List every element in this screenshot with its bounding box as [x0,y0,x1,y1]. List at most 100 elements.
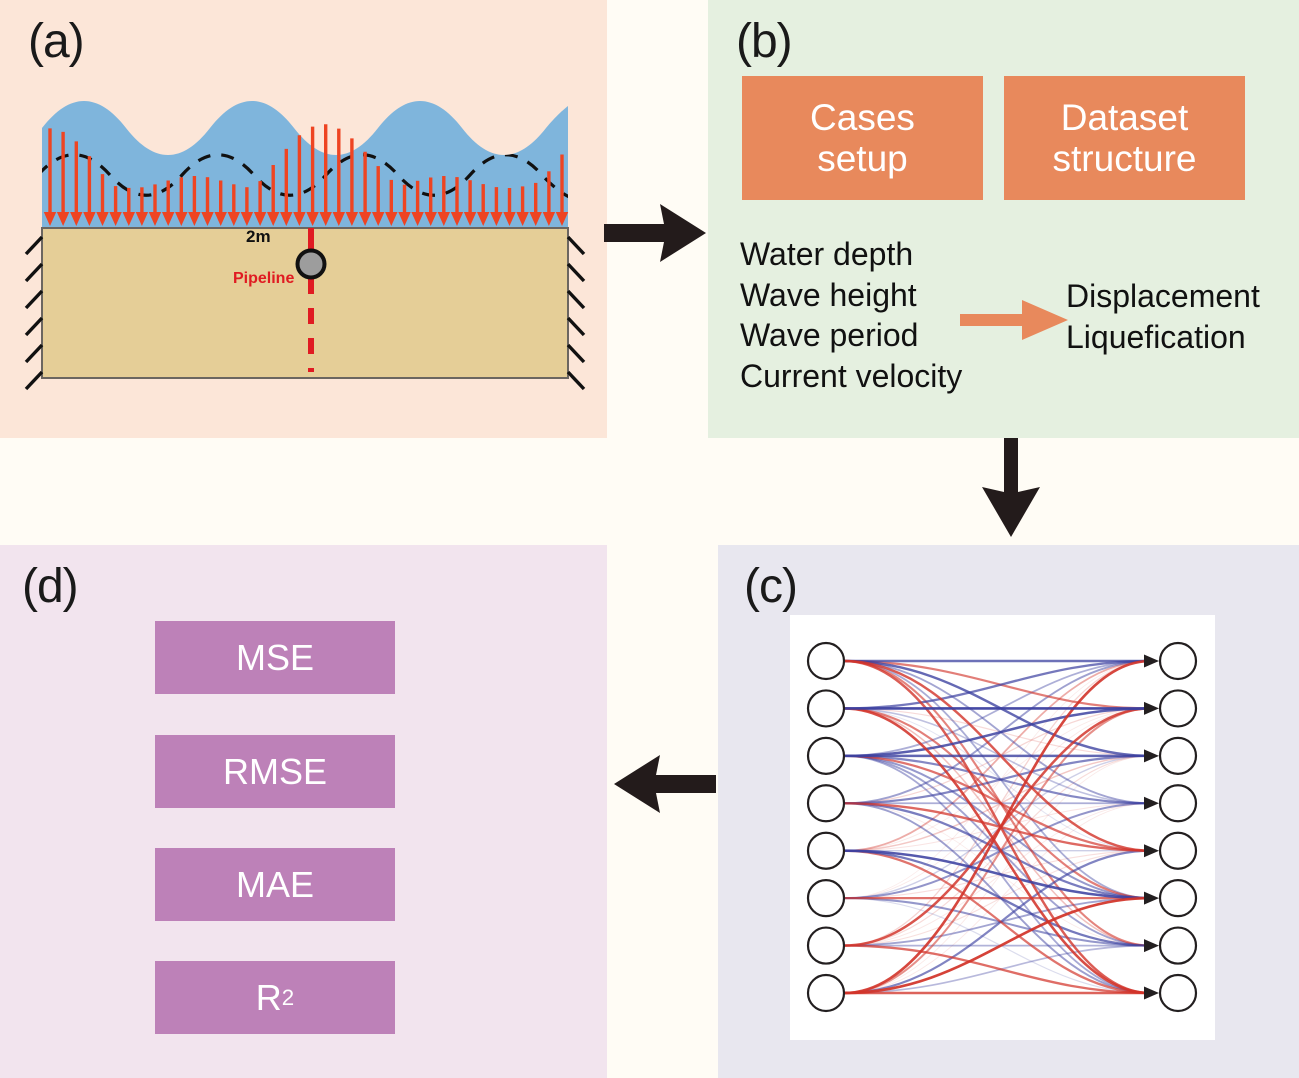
pressure-arrow-head [319,212,332,226]
network-edge-arrowhead [1144,654,1159,668]
network-edge [843,849,1151,995]
dataset-structure-line1: Dataset [1060,96,1189,138]
network-output-node [1158,736,1198,775]
input-parameter-list: Water depth Wave height Wave period Curr… [740,234,962,397]
metric-label-rmse: RMSE [222,750,327,792]
water-body [42,101,568,230]
pressure-arrow-head [477,212,490,226]
network-input-node [806,831,846,870]
pressure-arrow-head [529,212,542,226]
arrow-a-to-b [604,204,706,262]
panel-a-schematic [24,101,586,391]
output-item-liquefication: Liquefication [1066,318,1246,355]
hatch-mark [24,316,44,337]
network-edge-arrowhead [1144,939,1159,953]
hatch-mark [566,235,586,256]
pressure-arrow-head [293,212,306,226]
network-edge [843,849,1151,947]
pressure-arrow-head [450,212,464,226]
pipeline-label: Pipeline [233,270,295,287]
hatch-mark [566,370,586,391]
metric-box-mae[interactable]: MAE [155,848,395,921]
pressure-arrow-head [56,212,70,226]
network-output-node [1158,689,1198,728]
arrow-b-to-c [982,438,1040,537]
network-input-node [806,689,846,728]
seabed-pressure-arrows [43,124,569,226]
network-input-node [806,784,846,823]
cases-setup-line2: setup [817,138,908,179]
panel-b-label: (b) [736,15,793,68]
input-item-wave-period: Wave period [740,317,919,354]
output-item-displacement: Displacement [1066,278,1260,314]
network-output-node [1158,641,1198,681]
network-edge-arrowhead [1144,749,1159,763]
network-input-node [806,973,846,1013]
network-input-node [806,926,846,965]
network-edge-arrowhead [1144,844,1159,858]
pipeline-cross-section [295,248,327,280]
network-output-node [1158,784,1198,823]
pressure-arrow-head [43,212,57,226]
network-edge [843,896,1151,995]
pressure-arrow-head [267,212,280,226]
input-item-current-velocity: Current velocity [740,357,963,394]
metric-box-rmse[interactable]: RMSE [155,735,395,808]
network-edge [843,944,1151,995]
pressure-arrow-head [490,212,503,226]
panel-c-label: (c) [744,560,798,613]
pressure-arrow-head [385,212,398,226]
pressure-arrow-head [96,212,109,226]
network-nodes [806,641,1198,1013]
network-input-node [806,879,846,918]
network-output-node [1158,879,1198,918]
network-edge [843,754,1151,805]
hatch-mark [24,262,44,283]
cases-setup-box[interactable]: Cases setup [742,76,983,200]
panel-b: (b) Cases setup Dataset structure Water … [708,0,1299,438]
hatch-mark [566,343,586,364]
boundary-hatch-left [24,235,44,391]
network-edges [843,654,1159,1000]
metric-box-mse[interactable]: MSE [155,621,395,694]
pressure-arrow-head [411,212,424,226]
pressure-arrow-head [424,212,437,226]
hatch-mark [566,289,586,310]
network-edge [843,659,1151,995]
pressure-arrow-head [437,212,450,226]
pressure-arrow-head [253,212,267,226]
pressure-arrow-head [135,212,149,226]
pressure-arrow-head [503,212,516,226]
pressure-arrow-head [83,212,96,226]
network-input-node [806,736,846,775]
network-edge-arrowhead [1144,986,1159,1000]
hatch-mark [24,235,44,256]
panel-a-label: (a) [28,15,85,68]
pressure-arrow-head [227,212,240,226]
input-item-water-depth: Water depth [740,236,914,272]
arrow-c-to-d [614,755,716,813]
pressure-arrow-head [463,212,477,226]
pressure-arrow-head [542,212,556,226]
pressure-arrow-head [148,212,162,226]
dataset-structure-box[interactable]: Dataset structure [1004,76,1245,200]
pressure-arrow-head [345,212,359,226]
pressure-arrow-head [306,212,319,226]
pressure-arrow-head [516,212,529,226]
network-edge [843,659,1151,710]
network-output-node [1158,973,1198,1013]
pressure-arrow-head [240,212,254,226]
dataset-structure-line2: structure [1052,138,1197,179]
panel-d-label: (d) [22,560,79,613]
pressure-arrow-head [280,212,293,226]
pressure-arrow-head [214,212,227,226]
pressure-arrow-head [109,212,122,226]
pressure-arrow-head [162,212,175,226]
input-item-wave-height: Wave height [740,276,917,313]
network-output-node [1158,831,1198,870]
pressure-arrow-head [188,212,201,226]
pressure-arrow-head [175,212,188,226]
boundary-hatch-right [566,235,586,391]
